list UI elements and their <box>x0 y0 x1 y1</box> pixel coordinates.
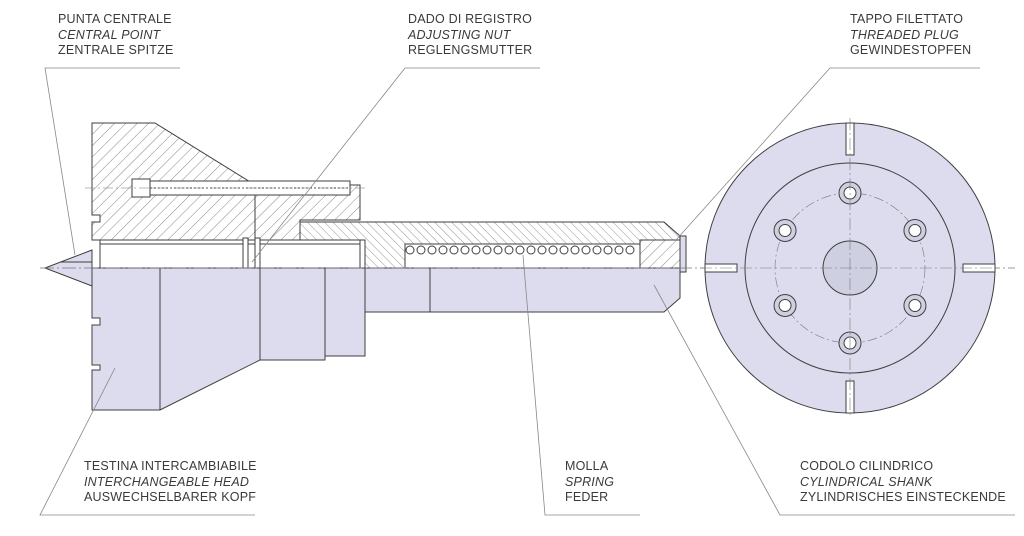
side-section-view <box>40 122 1015 411</box>
spring-coil <box>603 245 613 255</box>
spring-coil <box>416 245 426 255</box>
label-central-point: PUNTA CENTRALE CENTRAL POINT ZENTRALE SP… <box>58 12 174 59</box>
head-lower-body <box>91 267 261 411</box>
threaded-plug <box>639 239 681 269</box>
label-threaded-plug-it: TAPPO FILETTATO <box>850 12 964 26</box>
spring-coil <box>504 245 514 255</box>
spring-coil <box>625 245 635 255</box>
label-spring-it: MOLLA <box>565 459 609 473</box>
spring-coil <box>526 245 536 255</box>
label-adjusting-nut-en: ADJUSTING NUT <box>408 27 511 42</box>
spring-coil <box>482 245 492 255</box>
spring-coil <box>460 245 470 255</box>
spring <box>405 245 635 255</box>
spring-coil <box>548 245 558 255</box>
leader-adjusting-nut <box>251 67 540 263</box>
label-adjusting-nut-it: DADO DI REGISTRO <box>408 12 533 26</box>
label-cylindrical-shank-de: ZYLINDRISCHES EINSTECKENDE <box>800 490 1006 504</box>
label-threaded-plug-de: GEWINDESTOPFEN <box>850 43 972 57</box>
shank-lower <box>364 267 681 313</box>
bolt-hole-inner <box>908 224 922 237</box>
front-view <box>700 118 1000 418</box>
label-central-point-en: CENTRAL POINT <box>58 27 161 42</box>
spring-coil <box>581 245 591 255</box>
label-spring-de: FEDER <box>565 490 609 504</box>
spring-coil <box>449 245 459 255</box>
label-adjusting-nut-de: REGLENGSMUTTER <box>408 43 533 57</box>
label-central-point-it: PUNTA CENTRALE <box>58 12 172 26</box>
leader-spring <box>522 254 640 516</box>
spring-coil <box>493 245 503 255</box>
label-interchangeable-head-de: AUSWECHSELBARER KOPF <box>84 490 257 504</box>
bolt-hole-inner <box>778 224 792 237</box>
leader-interchangeable-head <box>39 367 255 516</box>
spring-coil <box>614 245 624 255</box>
spring-coil <box>570 245 580 255</box>
bolt-hole-inner <box>778 299 792 312</box>
spring-coil <box>592 245 602 255</box>
label-interchangeable-head: TESTINA INTERCAMBIABILE INTERCHANGEABLE … <box>84 459 257 506</box>
bolt-holes <box>773 181 927 355</box>
label-interchangeable-head-en: INTERCHANGEABLE HEAD <box>84 474 250 489</box>
spring-coil <box>438 245 448 255</box>
leader-cylindrical-shank <box>653 284 1015 516</box>
label-cylindrical-shank: CODOLO CILINDRICO CYLINDRICAL SHANK ZYLI… <box>800 459 1006 506</box>
adjusting-nut-lower <box>259 267 326 361</box>
label-interchangeable-head-it: TESTINA INTERCAMBIABILE <box>84 459 257 473</box>
spring-coil <box>515 245 525 255</box>
spring-coil <box>405 245 415 255</box>
body-lower <box>324 267 366 357</box>
leader-lines <box>39 67 1015 516</box>
label-central-point-de: ZENTRALE SPITZE <box>58 43 174 57</box>
spring-coil <box>559 245 569 255</box>
spring-coil <box>427 245 437 255</box>
label-cylindrical-shank-en: CYLINDRICAL SHANK <box>800 474 933 489</box>
spring-coil <box>471 245 481 255</box>
leader-central-point <box>44 67 180 256</box>
label-threaded-plug: TAPPO FILETTATO THREADED PLUG GEWINDESTO… <box>850 12 971 59</box>
spring-coil <box>537 245 547 255</box>
label-cylindrical-shank-it: CODOLO CILINDRICO <box>800 459 934 473</box>
leader-threaded-plug <box>675 67 980 241</box>
label-spring-en: SPRING <box>565 474 615 489</box>
label-adjusting-nut: DADO DI REGISTRO ADJUSTING NUT REGLENGSM… <box>408 12 532 59</box>
label-spring: MOLLA SPRING FEDER <box>565 459 614 506</box>
bolt-hole-inner <box>908 299 922 312</box>
label-threaded-plug-en: THREADED PLUG <box>850 27 959 42</box>
